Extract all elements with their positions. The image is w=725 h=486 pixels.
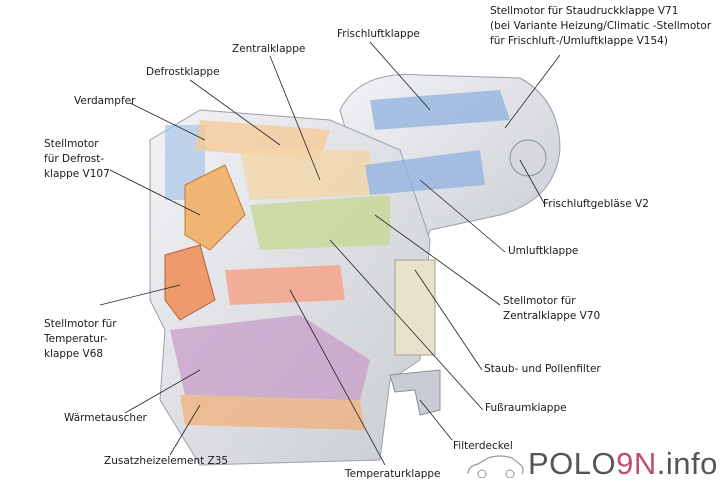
label-verdampfer: Verdampfer [74,95,136,107]
label-line: klappe V107 [44,168,110,180]
label-staubfilter: Staub- und Pollenfilter [484,363,601,375]
label-line: für Frischluft-/Umluftklappe V154) [490,35,668,47]
polo9n-watermark: POLO9N.info [528,446,718,482]
label-line: klappe V68 [44,348,104,360]
label-frischluftgeblaese: Frischluftgebläse V2 [543,198,649,210]
label-stellmotor-zentral: Stellmotor für Zentralklappe V70 [503,294,600,324]
label-umluftklappe: Umluftklappe [508,245,579,257]
watermark-text: 9 [616,446,634,481]
central-flap [240,150,370,200]
recirc-flap [365,150,485,195]
label-line: Zentralklappe V70 [503,310,601,322]
label-line: Stellmotor für Staudruckklappe V71 [490,5,679,17]
label-defrostklappe: Defrostklappe [146,66,220,78]
label-line: (bei Variante Heizung/Climatic -Stellmot… [490,20,712,32]
label-filterdeckel: Filterdeckel [453,440,513,452]
watermark-text: POLO [528,446,617,481]
label-frischluftklappe: Frischluftklappe [337,28,420,40]
label-line: Stellmotor [44,138,99,150]
car-logo-icon [467,455,524,478]
defrost-motor [184,164,246,251]
label-waermetauscher: Wärmetauscher [64,412,147,424]
filter-cover [389,369,441,416]
auxiliary-heater [180,395,365,430]
footwell-flap [250,195,390,250]
temperature-motor [164,244,216,321]
label-staudruckklappe-motor: Stellmotor für Staudruckklappe V71 (bei … [490,4,711,49]
blower-motor [509,139,547,177]
heat-exchanger [170,315,370,400]
label-zentralklappe: Zentralklappe [232,43,306,55]
label-line: Stellmotor für [44,318,117,330]
temperature-flap [225,265,345,305]
leader-lines [99,41,561,466]
fresh-air-flap [370,90,510,130]
pollen-filter [394,259,436,356]
label-line: Temperatur- [44,333,108,345]
label-stellmotor-temperatur: Stellmotor für Temperatur- klappe V68 [44,317,117,362]
label-line: Stellmotor für [503,295,576,307]
watermark-text: N [633,446,657,481]
label-line: für Defrost- [44,153,105,165]
label-temperaturklappe: Temperaturklappe [345,468,441,480]
label-fussraumklappe: Fußraumklappe [485,402,567,414]
watermark-text: .info [656,446,718,481]
label-stellmotor-defrost: Stellmotor für Defrost- klappe V107 [44,137,110,182]
label-zusatzheizelement: Zusatzheizelement Z35 [104,455,229,467]
